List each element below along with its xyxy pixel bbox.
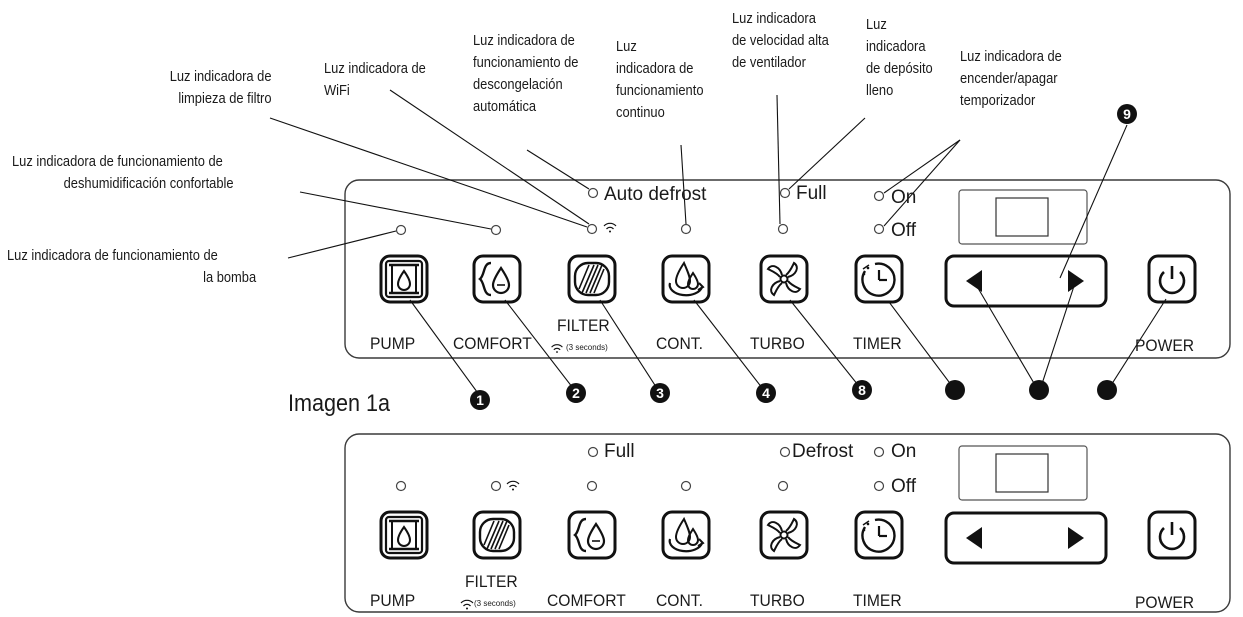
panel-2-frame (344, 433, 1231, 613)
annotation-auto-defrost: Luz indicadora de funcionamiento de desc… (473, 32, 579, 115)
callout-dot-timer (945, 380, 965, 400)
annotation-turbo-speed: Luz indicadora de velocidad alta de vent… (732, 10, 829, 71)
panel2-comfort-label: COMFORT (547, 591, 626, 610)
annotation-filter-clean: Luz indicadora de limpieza de filtro (169, 68, 272, 107)
panel1-power-label: POWER (1135, 336, 1195, 355)
arrow-left-icon (966, 270, 982, 292)
panel2-filter-note: (3 seconds) (474, 599, 516, 608)
callout-4: 4 (756, 383, 776, 403)
panel-1-frame (344, 179, 1231, 359)
panel2-timer-label: TIMER (853, 591, 902, 610)
panel1-filter-label: FILTER (557, 316, 610, 335)
wifi-icon (603, 222, 617, 234)
callout-3: 3 (650, 383, 670, 403)
callout-dot-power (1097, 380, 1117, 400)
annotation-pump: Luz indicadora de funcionamiento de la b… (7, 247, 257, 286)
panel1-timer-label: TIMER (853, 334, 902, 353)
panel1-comfort-label: COMFORT (453, 334, 532, 353)
panel1-auto-defrost-label: Auto defrost (604, 184, 707, 205)
annotation-continuous: Luz indicadora de funcionamiento continu… (616, 38, 704, 121)
arrow-right-icon (1068, 270, 1084, 292)
annotation-comfort: Luz indicadora de funcionamiento de desh… (12, 153, 234, 192)
panel1-full-label: Full (796, 183, 827, 204)
callout-2: 2 (566, 383, 586, 403)
callout-9: 9 (1117, 104, 1137, 124)
panel1-cont-label: CONT. (656, 334, 703, 353)
callout-1: 1 (470, 390, 490, 410)
panel1-turbo-label: TURBO (750, 334, 805, 353)
panel2-filter-label: FILTER (465, 572, 518, 591)
panel1-pump-label: PUMP (370, 334, 416, 353)
panel2-cont-label: CONT. (656, 591, 703, 610)
annotation-tank-full: Luz indicadora de depósito lleno (866, 16, 933, 99)
panel2-off-label: Off (891, 476, 916, 497)
panel2-pump-label: PUMP (370, 591, 416, 610)
annotation-timer: Luz indicadora de encender/apagar tempor… (960, 48, 1062, 109)
panel1-filter-note: (3 seconds) (566, 343, 608, 352)
panel2-full-label: Full (604, 441, 635, 462)
annotation-wifi: Luz indicadora de WiFi (324, 60, 426, 99)
panel2-on-label: On (891, 441, 917, 462)
panel1-off-label: Off (891, 220, 916, 241)
panel2-defrost-label: Defrost (792, 441, 854, 462)
image-caption: Imagen 1a (288, 390, 391, 417)
callout-8: 8 (852, 380, 872, 400)
panel1-on-label: On (891, 187, 917, 208)
panel2-turbo-label: TURBO (750, 591, 805, 610)
panel2-power-label: POWER (1135, 593, 1195, 612)
callout-dot-arrows (1029, 380, 1049, 400)
